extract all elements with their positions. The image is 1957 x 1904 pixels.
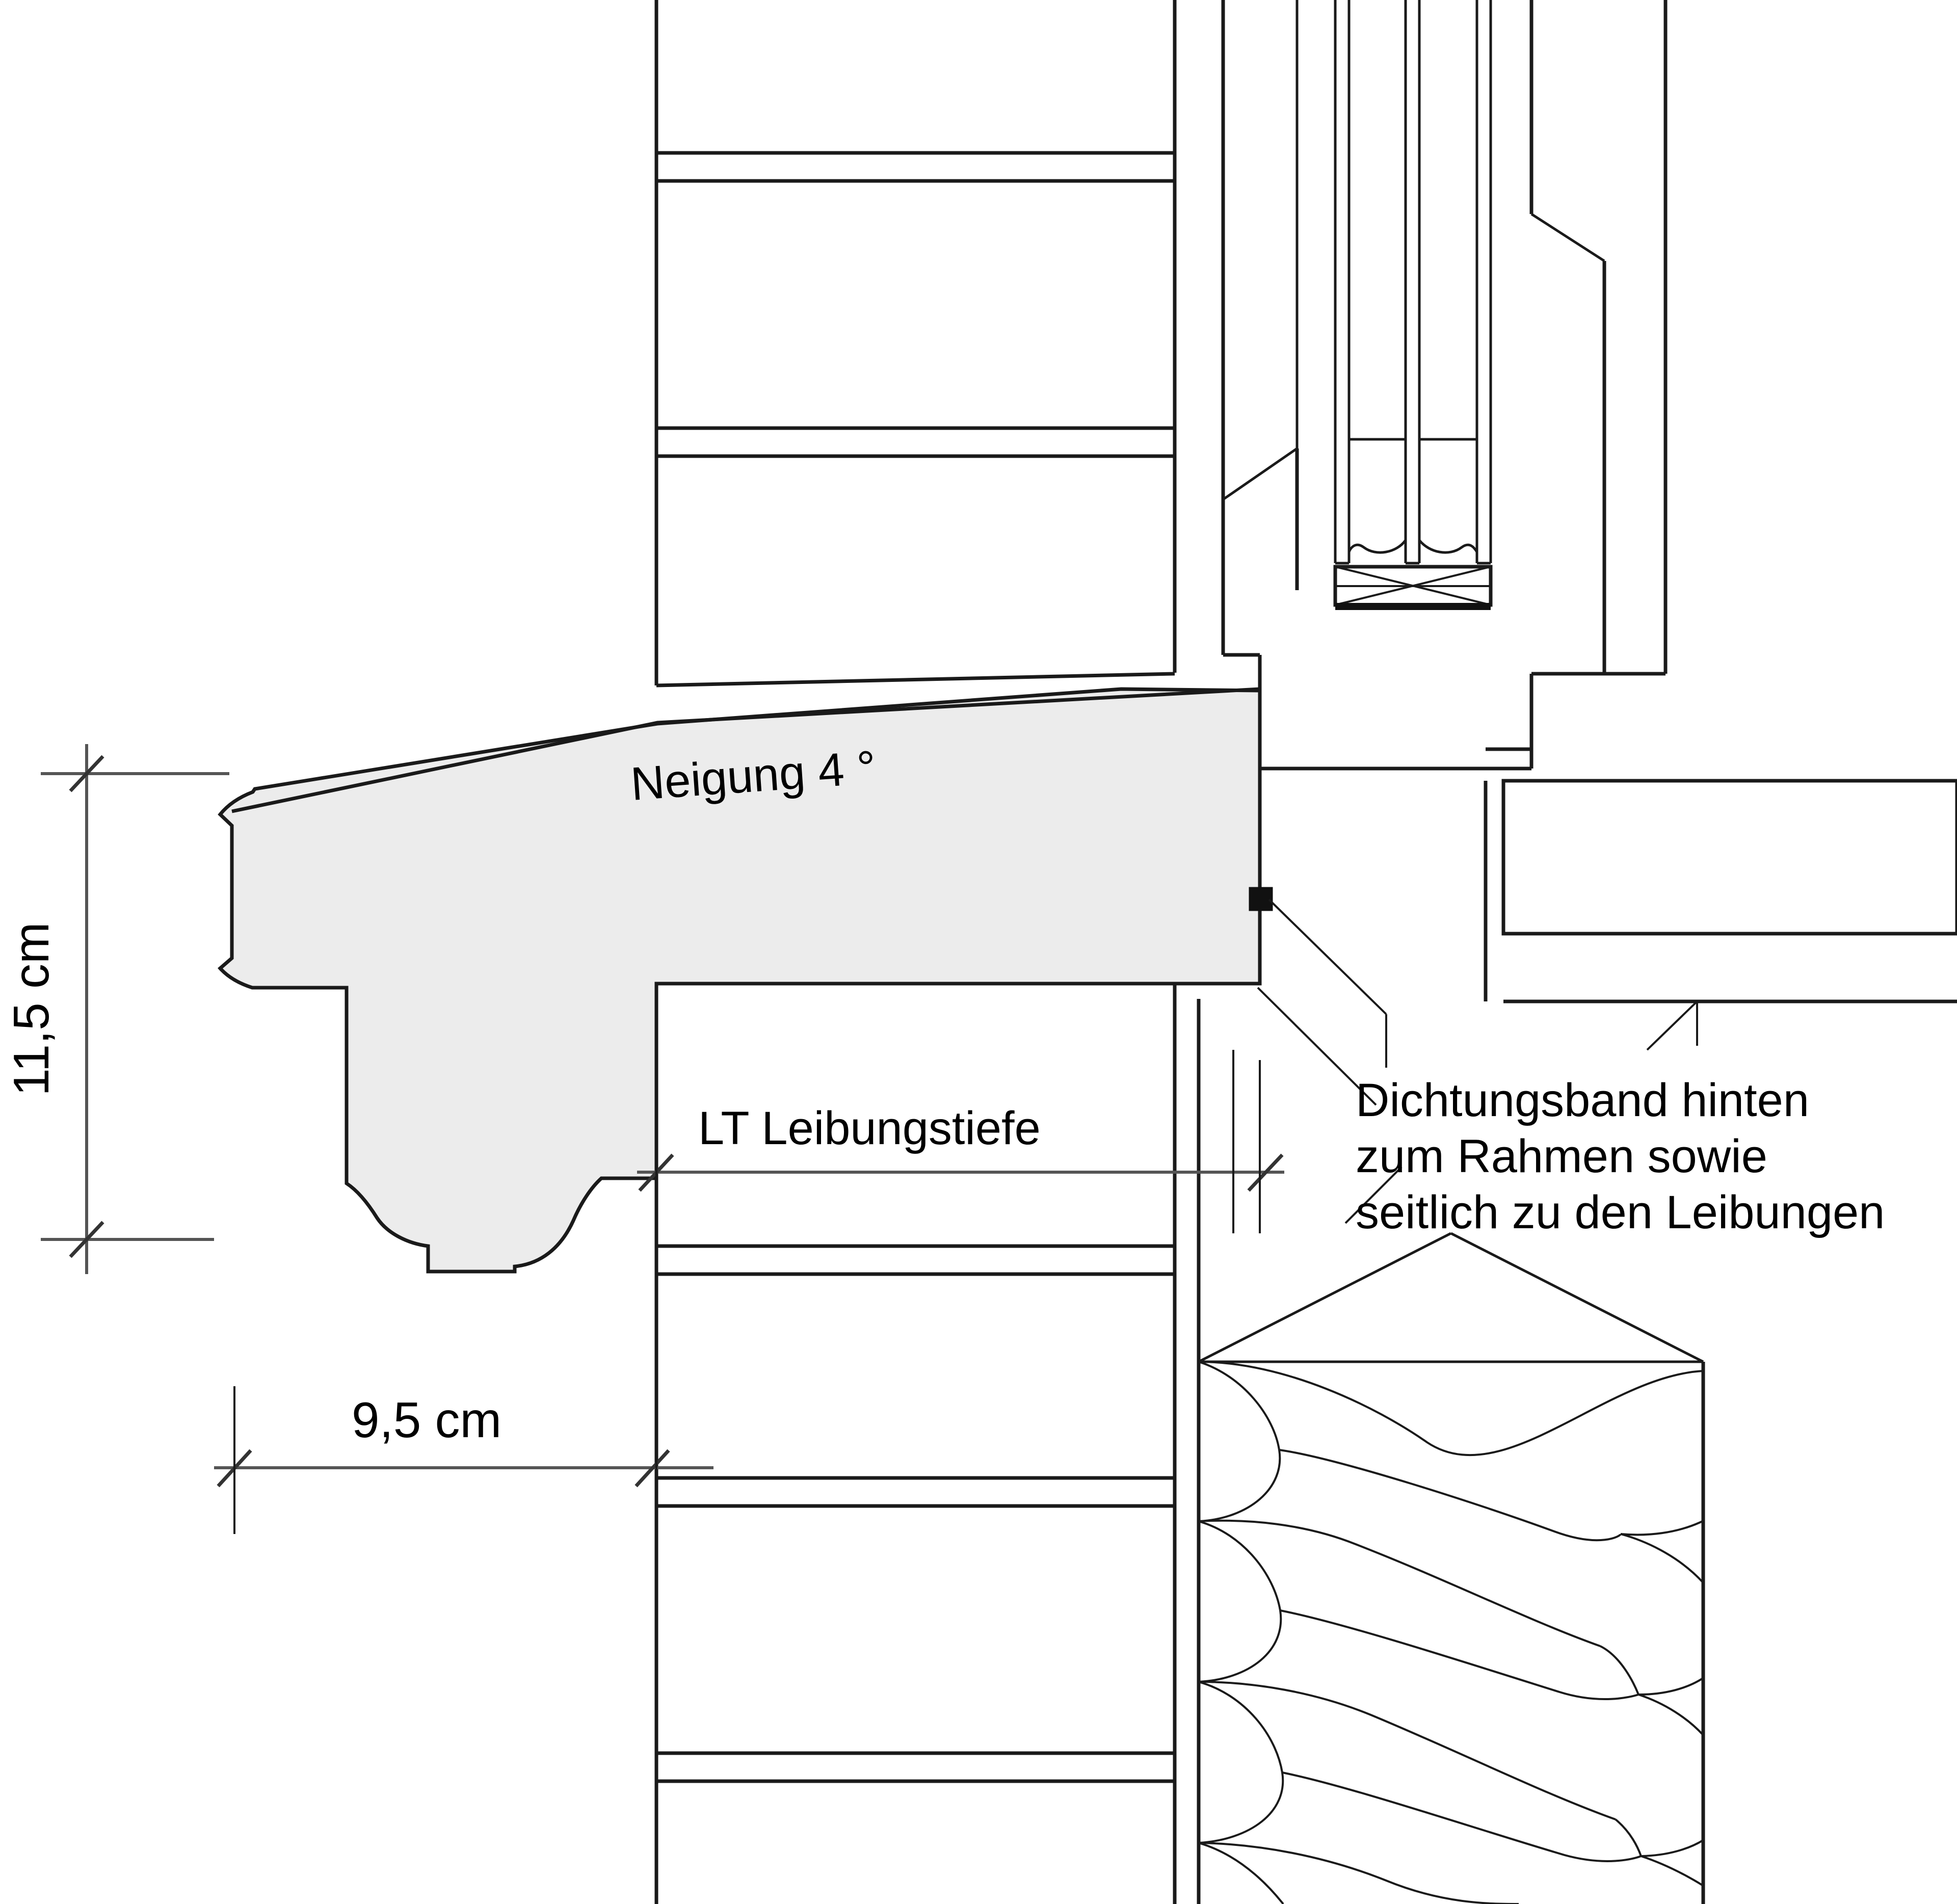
interior-sill-board [1484,747,1957,1051]
insulation-layer [1173,999,1705,1904]
dimension-label-overhang: 9,5 cm [352,1392,501,1448]
reveal-leader [1344,1166,1403,1224]
dimension-label-height: 11,5 cm [3,922,59,1096]
dimension-vertical-115 [41,744,229,1274]
sealing-tape-note-line-1: Dichtungsband hinten [1356,1074,1809,1126]
sealing-tape-note-line-2: zum Rahmen sowie [1356,1130,1767,1182]
glazing-unit [1333,0,1493,610]
dimension-reveal-depth [637,1050,1284,1233]
reveal-depth-label: LT Leibungstiefe [698,1102,1041,1154]
insulation-hatch [1199,1362,1703,1904]
sealing-tape-note-line-3: seitlich zu den Leibungen [1356,1186,1885,1238]
sealing-tape-leader-secondary [1257,987,1377,1106]
window-frame [1221,0,1668,771]
sealing-tape-marker [1249,887,1387,1068]
exterior-window-sill [218,687,1262,1274]
dimension-overhang-95 [214,1376,713,1534]
